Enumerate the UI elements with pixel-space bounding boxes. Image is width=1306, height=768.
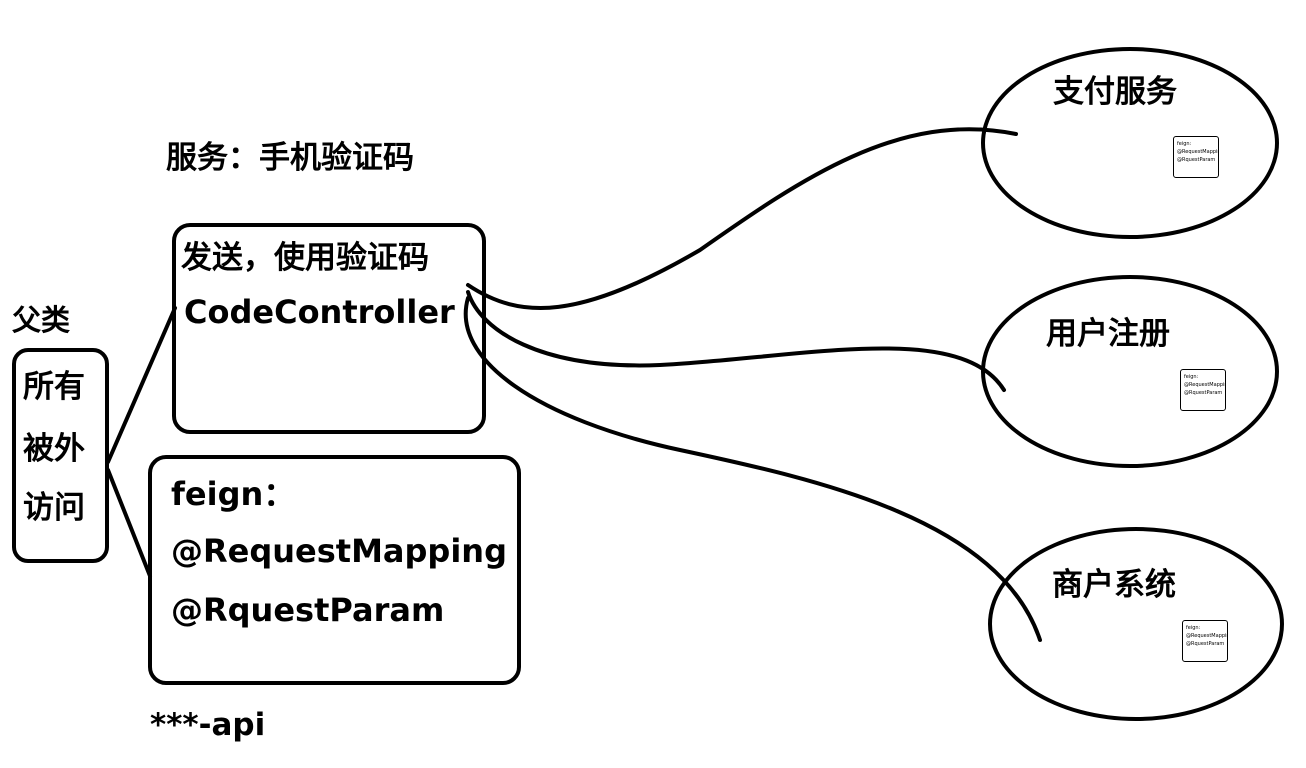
- line-parent-to-feign: [106, 468, 152, 578]
- controller-box-class: CodeController: [184, 293, 455, 331]
- thumb-line: @RquestParam: [1184, 390, 1223, 396]
- parent-label: 父类: [12, 303, 71, 337]
- parent-box-line-3: 访问: [23, 490, 85, 526]
- service-name-payment: 支付服务: [1053, 74, 1177, 110]
- curve-to-merchant: [463, 296, 1042, 642]
- parent-box-line-2: 被外: [23, 431, 85, 467]
- parent-box: [12, 348, 109, 563]
- feign-box-line-3: @RquestParam: [171, 591, 445, 629]
- thumb-line: feign:: [1186, 625, 1201, 631]
- service-name-merchant: 商户系统: [1052, 567, 1176, 603]
- thumb-line: @RequestMapping: [1184, 382, 1225, 388]
- controller-box-title: 发送，使用验证码: [181, 240, 429, 276]
- service-title: 服务：手机验证码: [166, 140, 414, 176]
- api-label: ***-api: [150, 707, 266, 743]
- service-thumbnail-register: feign: @RequestMapping @RquestParam: [1180, 369, 1226, 411]
- service-thumbnail-merchant: feign: @RequestMapping @RquestParam: [1182, 620, 1228, 662]
- feign-box-line-2: @RequestMapping: [171, 532, 507, 570]
- service-ellipse-merchant: [988, 527, 1284, 721]
- feign-box: [148, 455, 521, 685]
- service-name-register: 用户注册: [1046, 316, 1170, 352]
- service-ellipse-payment: [981, 47, 1279, 239]
- thumb-line: @RequestMapping: [1186, 633, 1227, 639]
- service-ellipse-register: [981, 275, 1279, 468]
- curve-to-payment: [466, 127, 1018, 310]
- feign-box-line-1: feign：: [171, 475, 296, 513]
- thumb-line: feign:: [1177, 141, 1192, 147]
- thumb-line: @RquestParam: [1186, 641, 1225, 647]
- curve-to-register: [466, 290, 1006, 392]
- controller-box: [172, 223, 486, 434]
- line-parent-to-controller: [106, 306, 177, 464]
- thumb-line: @RequestMapping: [1177, 149, 1218, 155]
- parent-box-line-1: 所有: [23, 369, 85, 405]
- thumb-line: @RquestParam: [1177, 157, 1216, 163]
- service-thumbnail-payment: feign: @RequestMapping @RquestParam: [1173, 136, 1219, 178]
- thumb-line: feign:: [1184, 374, 1199, 380]
